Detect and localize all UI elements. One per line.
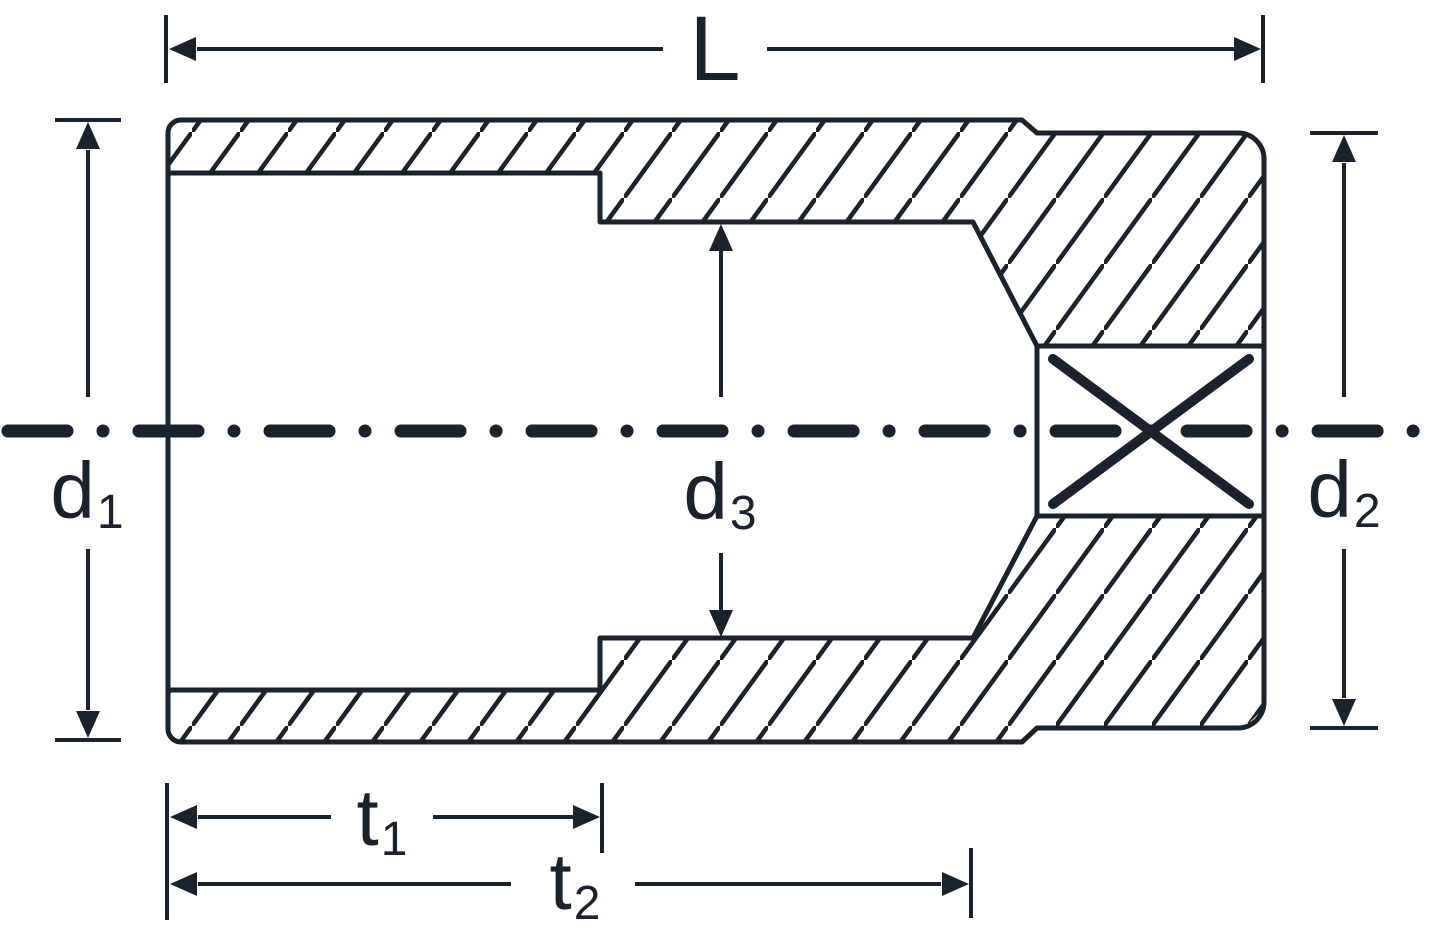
arrow-up [709,224,733,251]
label-d2-main: d [1307,445,1352,534]
arrow-right [1234,37,1261,61]
label-length: L [689,3,742,95]
arrow-up [76,122,100,149]
label-t1-main: t [356,773,379,862]
label-d1-sub: 1 [96,486,124,539]
label-d2-sub: 2 [1353,485,1381,538]
arrow-down [1332,699,1356,726]
arrow-left [170,805,197,829]
dimension-d2 [1310,131,1378,730]
label-t2-sub: 2 [573,877,601,930]
bore-contour-top [168,170,1264,349]
label-length-main: L [689,0,741,100]
arrow-down [76,711,100,738]
arrow-up [1332,135,1356,162]
dimension-d1 [55,118,121,742]
label-t1-sub: 1 [380,813,408,866]
hatch-top-region [168,120,1264,345]
arrow-down [709,610,733,637]
dimension-length [164,15,1265,83]
hatch-bottom-region [168,516,1264,742]
hatching [168,120,1264,742]
arrow-left [170,872,197,896]
arrow-right [573,805,600,829]
outer-contour [165,117,1267,745]
label-t2-main: t [549,837,572,926]
dimension-t1 [165,783,604,920]
dimension-t2 [170,848,973,918]
label-d3-sub: 3 [729,487,757,540]
label-d1-main: d [50,446,95,535]
square-drive-x-icon [1048,354,1254,509]
dimension-d3 [709,224,733,637]
arrow-right [942,872,969,896]
label-d3-main: d [683,447,728,536]
socket-body-outline [165,117,1267,745]
bore-contour-bottom [168,513,1264,693]
arrow-left [169,37,196,61]
